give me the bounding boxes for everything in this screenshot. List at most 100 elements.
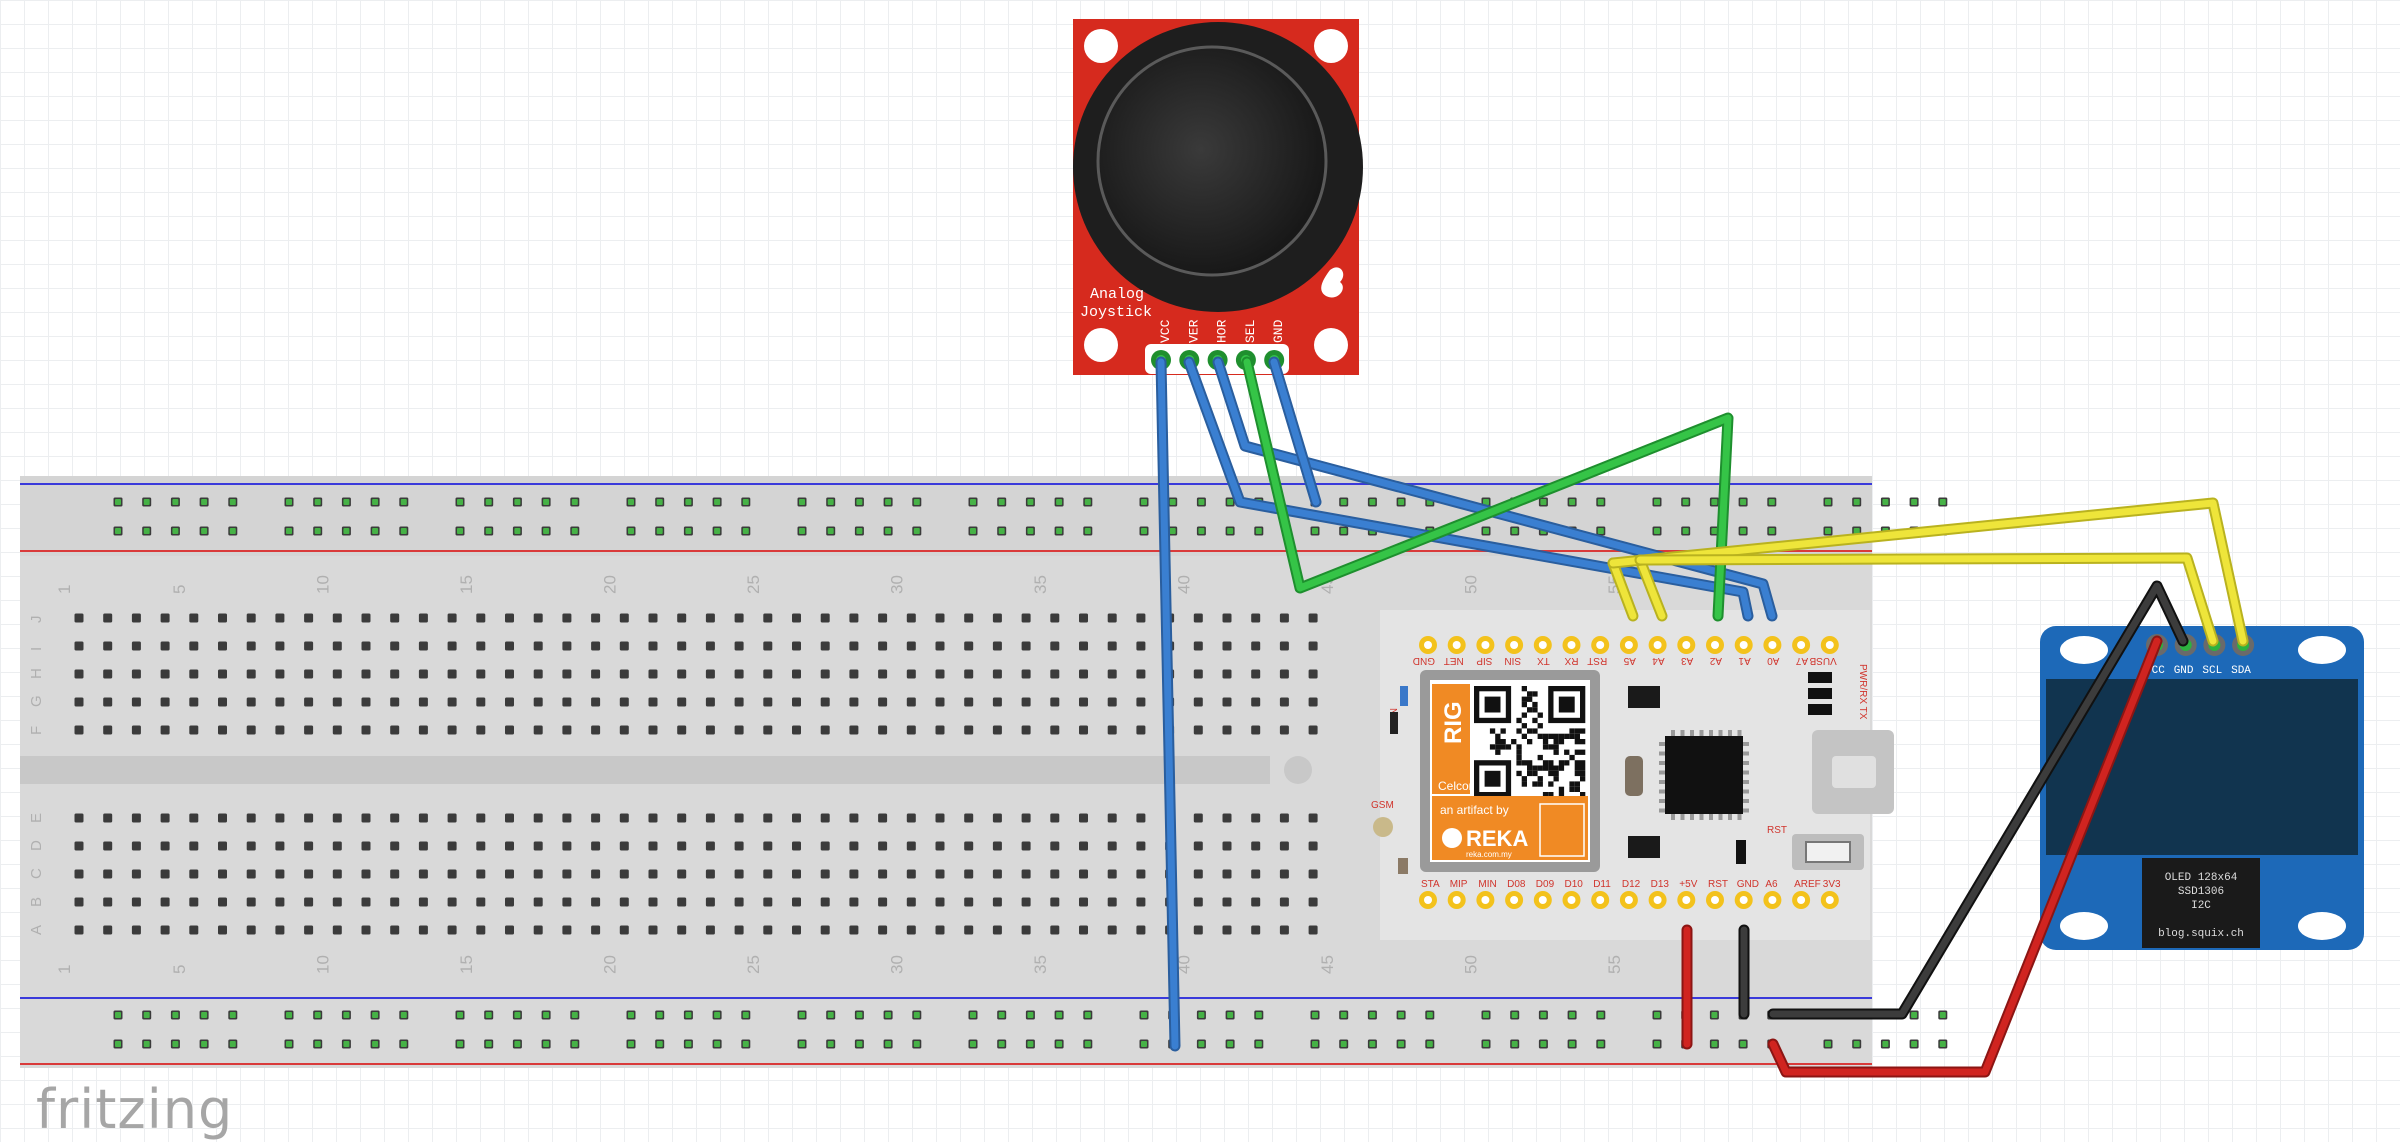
breadboard-hole[interactable] — [1193, 613, 1203, 623]
breadboard-hole[interactable] — [103, 869, 113, 879]
breadboard-hole[interactable] — [1021, 725, 1031, 735]
breadboard-hole[interactable] — [533, 697, 543, 707]
breadboard-hole[interactable] — [74, 697, 84, 707]
breadboard-hole[interactable] — [1079, 869, 1088, 879]
breadboard-hole[interactable] — [131, 897, 141, 907]
breadboard-hole[interactable] — [591, 869, 601, 879]
breadboard-hole[interactable] — [1251, 869, 1261, 879]
breadboard-hole[interactable] — [476, 725, 486, 735]
breadboard-hole[interactable] — [505, 925, 514, 935]
breadboard-hole[interactable] — [131, 725, 141, 735]
breadboard-hole[interactable] — [131, 613, 141, 623]
breadboard-hole[interactable] — [763, 841, 773, 851]
breadboard-hole[interactable] — [1193, 897, 1203, 907]
breadboard-hole[interactable] — [103, 813, 113, 823]
breadboard-hole[interactable] — [246, 813, 256, 823]
breadboard-hole[interactable] — [820, 841, 830, 851]
breadboard-hole[interactable] — [619, 813, 629, 823]
breadboard-hole[interactable] — [1136, 725, 1146, 735]
breadboard-hole[interactable] — [964, 813, 974, 823]
breadboard-hole[interactable] — [763, 813, 773, 823]
breadboard-hole[interactable] — [1193, 869, 1203, 879]
breadboard-hole[interactable] — [562, 725, 572, 735]
breadboard-hole[interactable] — [1308, 925, 1318, 935]
breadboard-hole[interactable] — [1193, 697, 1203, 707]
breadboard-hole[interactable] — [304, 641, 314, 651]
breadboard-hole[interactable] — [878, 613, 888, 623]
breadboard-hole[interactable] — [705, 613, 715, 623]
breadboard-hole[interactable] — [131, 841, 141, 851]
breadboard-hole[interactable] — [648, 869, 658, 879]
breadboard-hole[interactable] — [505, 613, 514, 623]
breadboard-hole[interactable] — [562, 841, 572, 851]
breadboard-hole[interactable] — [1079, 897, 1088, 907]
breadboard-hole[interactable] — [849, 669, 859, 679]
breadboard-hole[interactable] — [1279, 697, 1289, 707]
breadboard-hole[interactable] — [648, 613, 658, 623]
breadboard-hole[interactable] — [246, 897, 256, 907]
breadboard-hole[interactable] — [1251, 897, 1261, 907]
breadboard-hole[interactable] — [1279, 641, 1289, 651]
breadboard-hole[interactable] — [131, 813, 141, 823]
breadboard-hole[interactable] — [763, 725, 773, 735]
breadboard-hole[interactable] — [849, 897, 859, 907]
breadboard-hole[interactable] — [1136, 669, 1146, 679]
breadboard-hole[interactable] — [275, 613, 285, 623]
breadboard-hole[interactable] — [275, 813, 285, 823]
breadboard-hole[interactable] — [820, 725, 830, 735]
breadboard-hole[interactable] — [418, 813, 428, 823]
breadboard-hole[interactable] — [734, 841, 744, 851]
breadboard-hole[interactable] — [160, 697, 170, 707]
breadboard-hole[interactable] — [533, 925, 543, 935]
breadboard-hole[interactable] — [820, 613, 830, 623]
breadboard-hole[interactable] — [1050, 725, 1060, 735]
breadboard-hole[interactable] — [677, 669, 687, 679]
breadboard-hole[interactable] — [1079, 641, 1088, 651]
breadboard-hole[interactable] — [1279, 725, 1289, 735]
breadboard-hole[interactable] — [1136, 613, 1146, 623]
breadboard-hole[interactable] — [131, 641, 141, 651]
breadboard-hole[interactable] — [332, 641, 342, 651]
breadboard-hole[interactable] — [1136, 697, 1146, 707]
breadboard-hole[interactable] — [447, 641, 457, 651]
breadboard-hole[interactable] — [964, 697, 974, 707]
breadboard-hole[interactable] — [418, 725, 428, 735]
wires[interactable] — [1155, 356, 2249, 1078]
breadboard-hole[interactable] — [390, 869, 400, 879]
breadboard-hole[interactable] — [849, 925, 859, 935]
breadboard-hole[interactable] — [878, 813, 888, 823]
breadboard-hole[interactable] — [218, 613, 227, 623]
breadboard-hole[interactable] — [734, 725, 744, 735]
breadboard-hole[interactable] — [935, 669, 945, 679]
breadboard-hole[interactable] — [935, 697, 945, 707]
breadboard-hole[interactable] — [505, 813, 514, 823]
breadboard-hole[interactable] — [418, 869, 428, 879]
breadboard-hole[interactable] — [1193, 925, 1203, 935]
breadboard-hole[interactable] — [1251, 813, 1261, 823]
breadboard-hole[interactable] — [906, 697, 916, 707]
breadboard-hole[interactable] — [74, 641, 84, 651]
rig-top-pins[interactable] — [1419, 636, 1839, 654]
breadboard-hole[interactable] — [591, 725, 601, 735]
breadboard-hole[interactable] — [103, 897, 113, 907]
breadboard-hole[interactable] — [1050, 869, 1060, 879]
breadboard-hole[interactable] — [1308, 897, 1318, 907]
breadboard-hole[interactable] — [131, 669, 141, 679]
breadboard-hole[interactable] — [447, 897, 457, 907]
breadboard-hole[interactable] — [505, 697, 514, 707]
breadboard-hole[interactable] — [476, 869, 486, 879]
breadboard-hole[interactable] — [734, 897, 744, 907]
breadboard-hole[interactable] — [992, 897, 1002, 907]
breadboard-hole[interactable] — [160, 897, 170, 907]
breadboard-hole[interactable] — [763, 869, 773, 879]
breadboard-hole[interactable] — [906, 641, 916, 651]
breadboard-hole[interactable] — [648, 725, 658, 735]
breadboard-hole[interactable] — [1251, 641, 1261, 651]
breadboard-hole[interactable] — [1050, 925, 1060, 935]
breadboard-hole[interactable] — [878, 697, 888, 707]
breadboard-hole[interactable] — [820, 641, 830, 651]
breadboard-hole[interactable] — [677, 613, 687, 623]
breadboard-hole[interactable] — [189, 841, 199, 851]
